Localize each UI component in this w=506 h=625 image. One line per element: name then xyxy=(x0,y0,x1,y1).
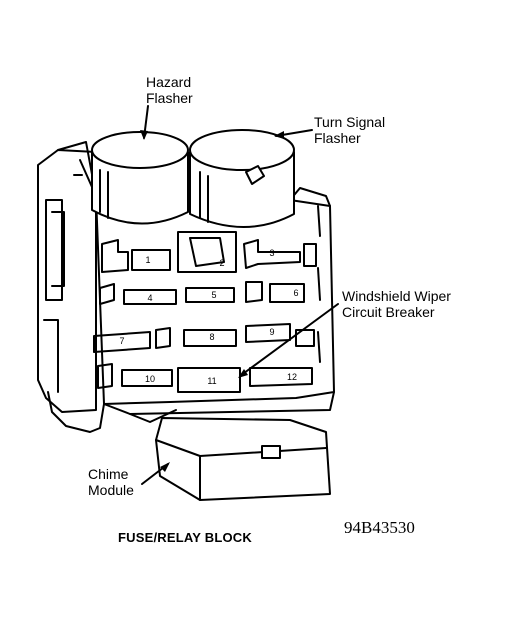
fuse-number-10: 10 xyxy=(145,374,155,384)
turn-signal-flasher xyxy=(189,129,295,228)
hazard-flasher xyxy=(91,131,189,225)
fuse-number-4: 4 xyxy=(147,293,152,303)
turn-signal-flasher-label: Turn Signal Flasher xyxy=(314,114,386,146)
chime-module-label: Chime Module xyxy=(88,466,134,498)
fuse-number-6: 6 xyxy=(293,288,298,298)
fuse-number-11: 11 xyxy=(207,376,216,386)
fuse-number-2: 2 xyxy=(219,258,224,268)
fuse-number-12: 12 xyxy=(287,372,297,382)
relay-socket xyxy=(177,231,237,273)
figure-caption: FUSE/RELAY BLOCK xyxy=(118,530,252,545)
block-left-panel xyxy=(37,149,97,413)
hazard-flasher-label: Hazard Flasher xyxy=(146,74,193,106)
block-front-face xyxy=(95,195,335,405)
fuse-number-7: 7 xyxy=(119,336,124,346)
fuse-number-9: 9 xyxy=(269,327,274,337)
block-foot xyxy=(47,391,105,433)
figure-id: 94B43530 xyxy=(344,518,415,537)
fuse-number-1: 1 xyxy=(145,255,150,265)
fuse-number-3: 3 xyxy=(269,248,274,258)
fuse-number-8: 8 xyxy=(209,332,214,342)
wiper-circuit-breaker-label: Windshield Wiper Circuit Breaker xyxy=(342,288,451,320)
fuse-number-5: 5 xyxy=(211,290,216,300)
chime-module xyxy=(155,417,331,501)
wiper-leader xyxy=(239,303,339,377)
